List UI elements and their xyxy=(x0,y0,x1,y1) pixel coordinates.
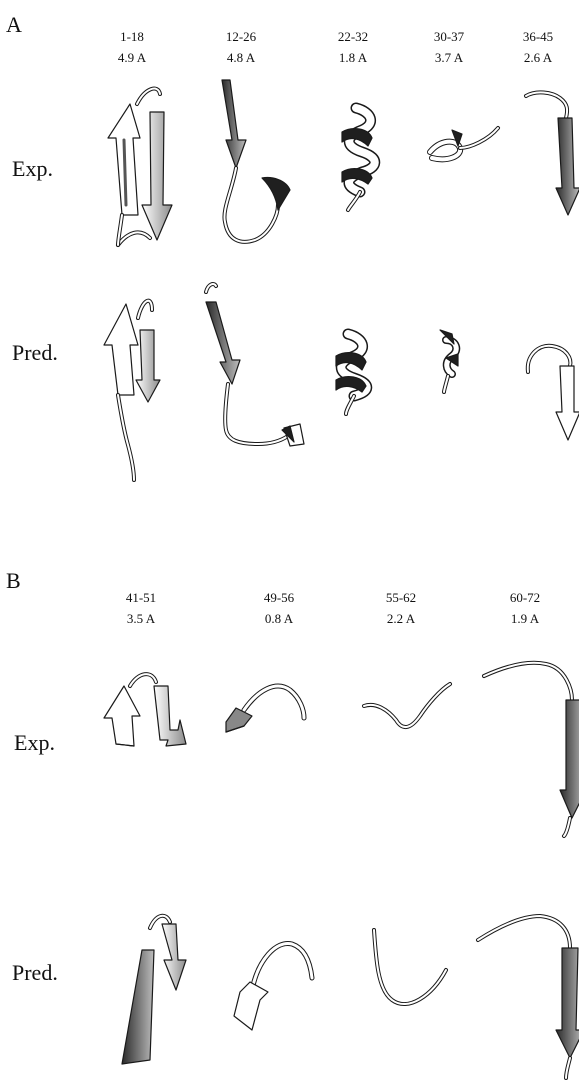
pred-structure-41-51 xyxy=(122,916,186,1064)
pred-structure-60-72 xyxy=(478,916,579,1078)
exp-structure-41-51 xyxy=(104,674,186,746)
exp-structure-12-26 xyxy=(222,80,290,242)
pred-structure-55-62 xyxy=(374,930,446,1004)
exp-structure-1-18 xyxy=(108,89,172,245)
pred-structure-1-18 xyxy=(104,301,160,480)
pred-structure-30-37 xyxy=(440,330,458,392)
exp-structure-55-62 xyxy=(364,684,450,727)
pred-structure-36-45 xyxy=(528,346,579,440)
exp-structure-49-56 xyxy=(226,686,304,732)
exp-structure-22-32 xyxy=(342,108,375,210)
exp-structure-30-37 xyxy=(430,128,498,159)
pred-structure-49-56 xyxy=(234,943,312,1030)
pred-structure-22-32 xyxy=(336,334,367,414)
pred-structure-12-26 xyxy=(206,284,304,446)
exp-structure-36-45 xyxy=(526,92,579,215)
exp-structure-60-72 xyxy=(484,663,579,836)
